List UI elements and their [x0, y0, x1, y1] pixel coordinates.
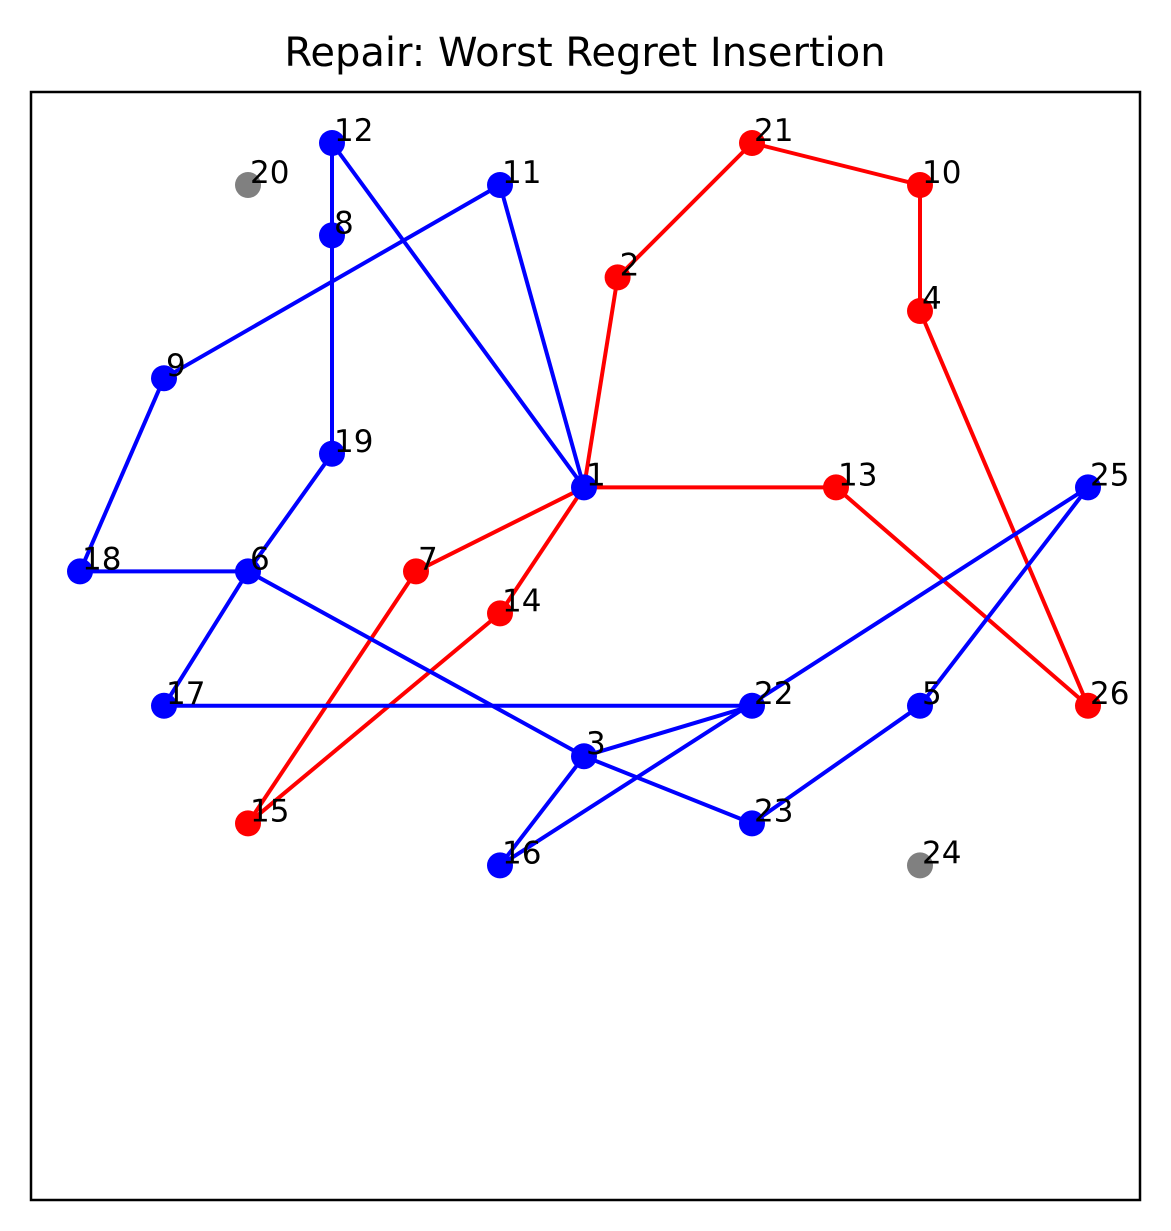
node-26 [1075, 692, 1101, 719]
route-edge-21-10 [751, 141, 921, 187]
node-label-10: 10 [922, 155, 961, 191]
node-label-8: 8 [334, 205, 354, 241]
node-label-15: 15 [250, 793, 289, 829]
route-edge-1-2 [582, 277, 620, 488]
node-24 [907, 852, 933, 879]
route-nodes [67, 130, 1101, 879]
route-edge-1-7 [415, 485, 585, 574]
route-edge-15-14 [246, 611, 502, 825]
node-21 [739, 130, 765, 156]
route-edge-2-21 [616, 141, 754, 279]
node-label-11: 11 [502, 155, 541, 191]
node-10 [907, 172, 933, 198]
node-label-3: 3 [586, 726, 606, 762]
route-edge-25-16 [498, 485, 1090, 868]
route-edge-26-13 [834, 485, 1090, 708]
node-label-5: 5 [922, 676, 942, 712]
route-edge-16-3 [498, 754, 586, 867]
node-label-1: 1 [586, 457, 606, 493]
node-label-20: 20 [250, 155, 289, 191]
route-edge-4-26 [918, 310, 1090, 707]
route-edge-6-3 [247, 569, 585, 758]
node-16 [487, 852, 513, 879]
node-17 [151, 692, 177, 719]
node-3 [571, 743, 597, 770]
route-edge-9-11 [163, 183, 501, 380]
node-label-9: 9 [166, 348, 186, 384]
node-label-24: 24 [922, 835, 961, 871]
node-15 [235, 810, 261, 837]
node-9 [151, 365, 177, 392]
node-23 [739, 810, 765, 837]
node-13 [823, 474, 849, 501]
node-label-23: 23 [754, 793, 793, 829]
node-label-14: 14 [502, 583, 541, 619]
node-11 [487, 172, 513, 198]
node-label-26: 26 [1090, 676, 1129, 712]
node-label-16: 16 [502, 835, 541, 871]
node-14 [487, 600, 513, 627]
plot-frame [29, 90, 1142, 1202]
node-label-17: 17 [166, 676, 205, 712]
node-19 [319, 440, 345, 467]
node-5 [907, 692, 933, 719]
node-4 [907, 298, 933, 324]
route-edge-17-6 [162, 570, 250, 707]
node-label-18: 18 [82, 541, 121, 577]
node-12 [319, 130, 345, 156]
route-edge-7-15 [246, 570, 418, 825]
node-6 [235, 558, 261, 585]
node-label-7: 7 [418, 541, 438, 577]
node-label-12: 12 [334, 113, 373, 149]
route-edge-5-25 [918, 486, 1090, 708]
node-8 [319, 222, 345, 249]
chart-title: Repair: Worst Regret Insertion [284, 30, 885, 76]
node-22 [739, 692, 765, 719]
node-1 [571, 474, 597, 501]
route-edge-11-1 [498, 184, 586, 488]
node-label-25: 25 [1090, 457, 1129, 493]
node-label-6: 6 [250, 541, 270, 577]
node-label-2: 2 [620, 247, 640, 283]
node-7 [403, 558, 429, 585]
node-18 [67, 558, 93, 585]
route-edge-14-1 [498, 486, 586, 615]
node-label-19: 19 [334, 424, 373, 460]
node-label-13: 13 [838, 457, 877, 493]
route-edges [78, 141, 1090, 868]
route-edge-1-12 [330, 141, 586, 489]
route-edge-23-5 [750, 704, 922, 826]
route-edge-3-23 [583, 754, 753, 826]
node-20 [235, 172, 261, 198]
node-label-22: 22 [754, 676, 793, 712]
node-label-21: 21 [754, 113, 793, 149]
route-edge-19-6 [246, 452, 334, 573]
route-edge-3-22 [583, 703, 753, 759]
route-edge-18-9 [78, 377, 166, 573]
node-label-4: 4 [922, 281, 942, 317]
node-2 [604, 264, 631, 291]
node-25 [1075, 474, 1101, 501]
